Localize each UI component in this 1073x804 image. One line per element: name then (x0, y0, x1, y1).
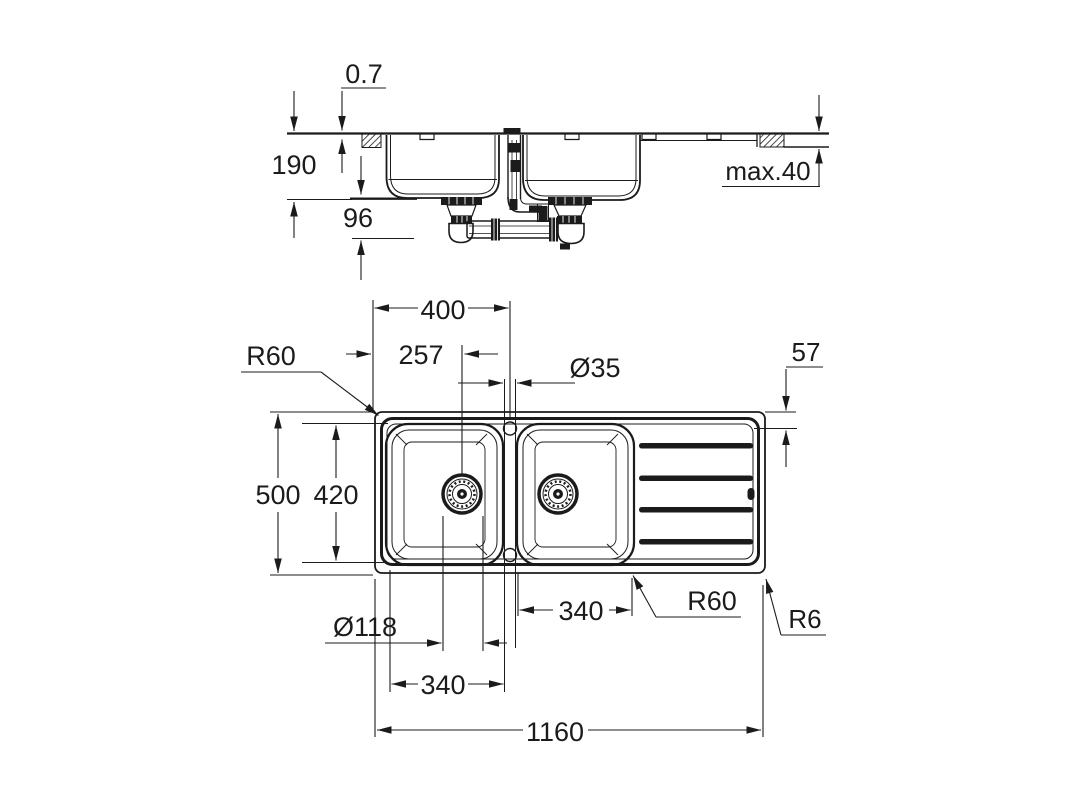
label-drain-clearance: 96 (343, 203, 373, 233)
right-drain-assembly (548, 197, 592, 250)
label-countertop-thickness: max.40 (725, 156, 810, 186)
right-bowl-plan (515, 422, 636, 567)
label-bowl-opening-depth: 420 (313, 480, 358, 510)
label-overall-depth: 500 (255, 480, 300, 510)
leader-corner-radius (765, 578, 826, 636)
label-edge-to-drain: 257 (398, 340, 443, 370)
right-drain-plan (537, 473, 579, 515)
dim-rim-profile-height (338, 87, 386, 173)
extension-lines (270, 300, 797, 737)
leader-radius-bottom (632, 575, 741, 618)
label-drain-flange: Ø118 (333, 612, 397, 642)
mounting-clips (419, 134, 722, 141)
label-left-bowl-width: 340 (420, 670, 465, 700)
label-overall-length: 1160 (526, 717, 584, 747)
center-clip-cap (503, 128, 521, 135)
label-tap-hole: Ø35 (569, 353, 620, 383)
label-corner-radius: R6 (788, 604, 821, 634)
dim-countertop-thickness (722, 95, 823, 188)
countertop-section-hatch-left (361, 133, 382, 148)
dim-edge-to-recess (782, 366, 823, 467)
leader-radius-top (241, 371, 379, 416)
drainboard-grooves (639, 443, 755, 545)
label-bowl-depth: 190 (271, 150, 316, 180)
lower-center-hole (502, 547, 518, 563)
label-radius-bottom: R60 (687, 586, 737, 616)
dim-bowl-depth (287, 91, 417, 238)
section-view (287, 87, 829, 280)
sink-outer-edge (374, 411, 766, 574)
label-edge-to-centerline: 400 (420, 295, 465, 325)
center-web-lines (504, 379, 516, 692)
dim-drain-clearance (352, 156, 414, 280)
left-drain-plan (441, 473, 483, 515)
drain-pipe (466, 217, 558, 242)
countertop-section-hatch-right (759, 133, 785, 148)
label-rim-profile-height: 0.7 (345, 59, 383, 89)
label-right-bowl-width: 340 (558, 596, 603, 626)
label-edge-to-recess: 57 (792, 337, 821, 367)
plan-view (241, 300, 826, 737)
label-radius-top: R60 (246, 341, 296, 371)
drainboard-notch (747, 488, 755, 500)
tap-hole (502, 421, 518, 436)
left-bowl-plan (384, 422, 505, 567)
